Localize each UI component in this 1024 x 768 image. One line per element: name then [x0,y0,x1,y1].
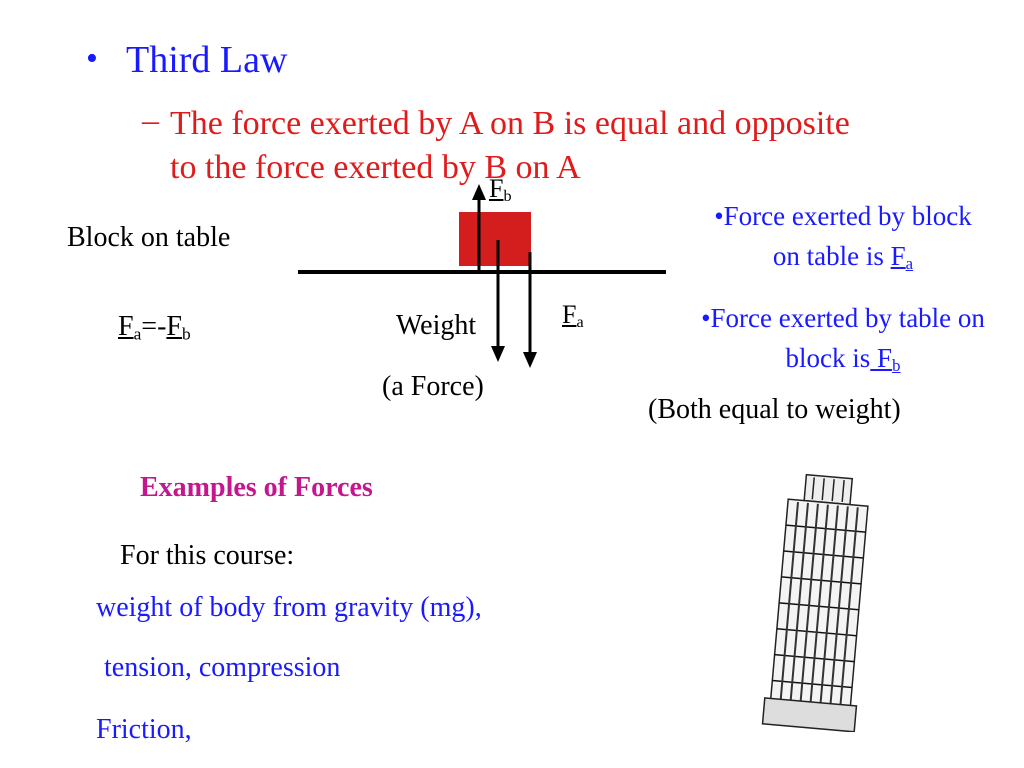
a-force-label: (a Force) [382,371,484,402]
fb-arrow-head [472,184,486,200]
block-on-table-label: Block on table [67,222,231,253]
for-course-label: For this course: [120,540,295,571]
leaning-tower-icon [761,473,869,732]
fa-arrow-sub: a [576,314,584,332]
eq-fa-sub: a [133,324,142,344]
note1-text: •Force exerted by block on table is [714,201,972,271]
note1-f: F [890,241,906,271]
note-force-on-table: •Force exerted by block on table is Fa [698,196,988,284]
note2-sub: b [892,356,901,376]
both-equal-note: (Both equal to weight) [648,394,901,425]
note2-text: •Force exerted by table on block is [701,303,985,373]
note1-sub: a [905,254,914,274]
eq-fb: F [166,311,182,342]
fa-arrow-f: F [562,300,577,329]
weight-arrow-head [491,346,505,362]
example-item-friction: Friction, [96,714,192,745]
eq-fb-sub: b [182,324,191,344]
weight-label: Weight [396,310,477,341]
fb-arrow-f: F [489,174,504,203]
red-block [459,212,531,266]
example-item-tension: tension, compression [104,652,341,683]
fa-arrow-label: Fa [562,300,584,332]
slide-subtitle: The force exerted by A on B is equal and… [170,105,850,186]
note2-f: F [870,343,893,373]
title-bullet: • [86,40,98,77]
fb-arrow-sub: b [503,188,512,206]
slide-title: Third Law [126,39,288,81]
equation: Fa=-Fb [118,311,191,344]
note-force-on-block: •Force exerted by table on block is Fb [698,298,988,386]
examples-heading: Examples of Forces [140,472,373,503]
subtitle-dash: – [142,102,159,139]
fa-arrow-head [523,352,537,368]
eq-sign: =- [141,311,167,342]
eq-fa: F [118,311,134,342]
example-item-weight: weight of body from gravity (mg), [96,592,482,623]
fb-arrow-label: Fb [489,174,512,206]
